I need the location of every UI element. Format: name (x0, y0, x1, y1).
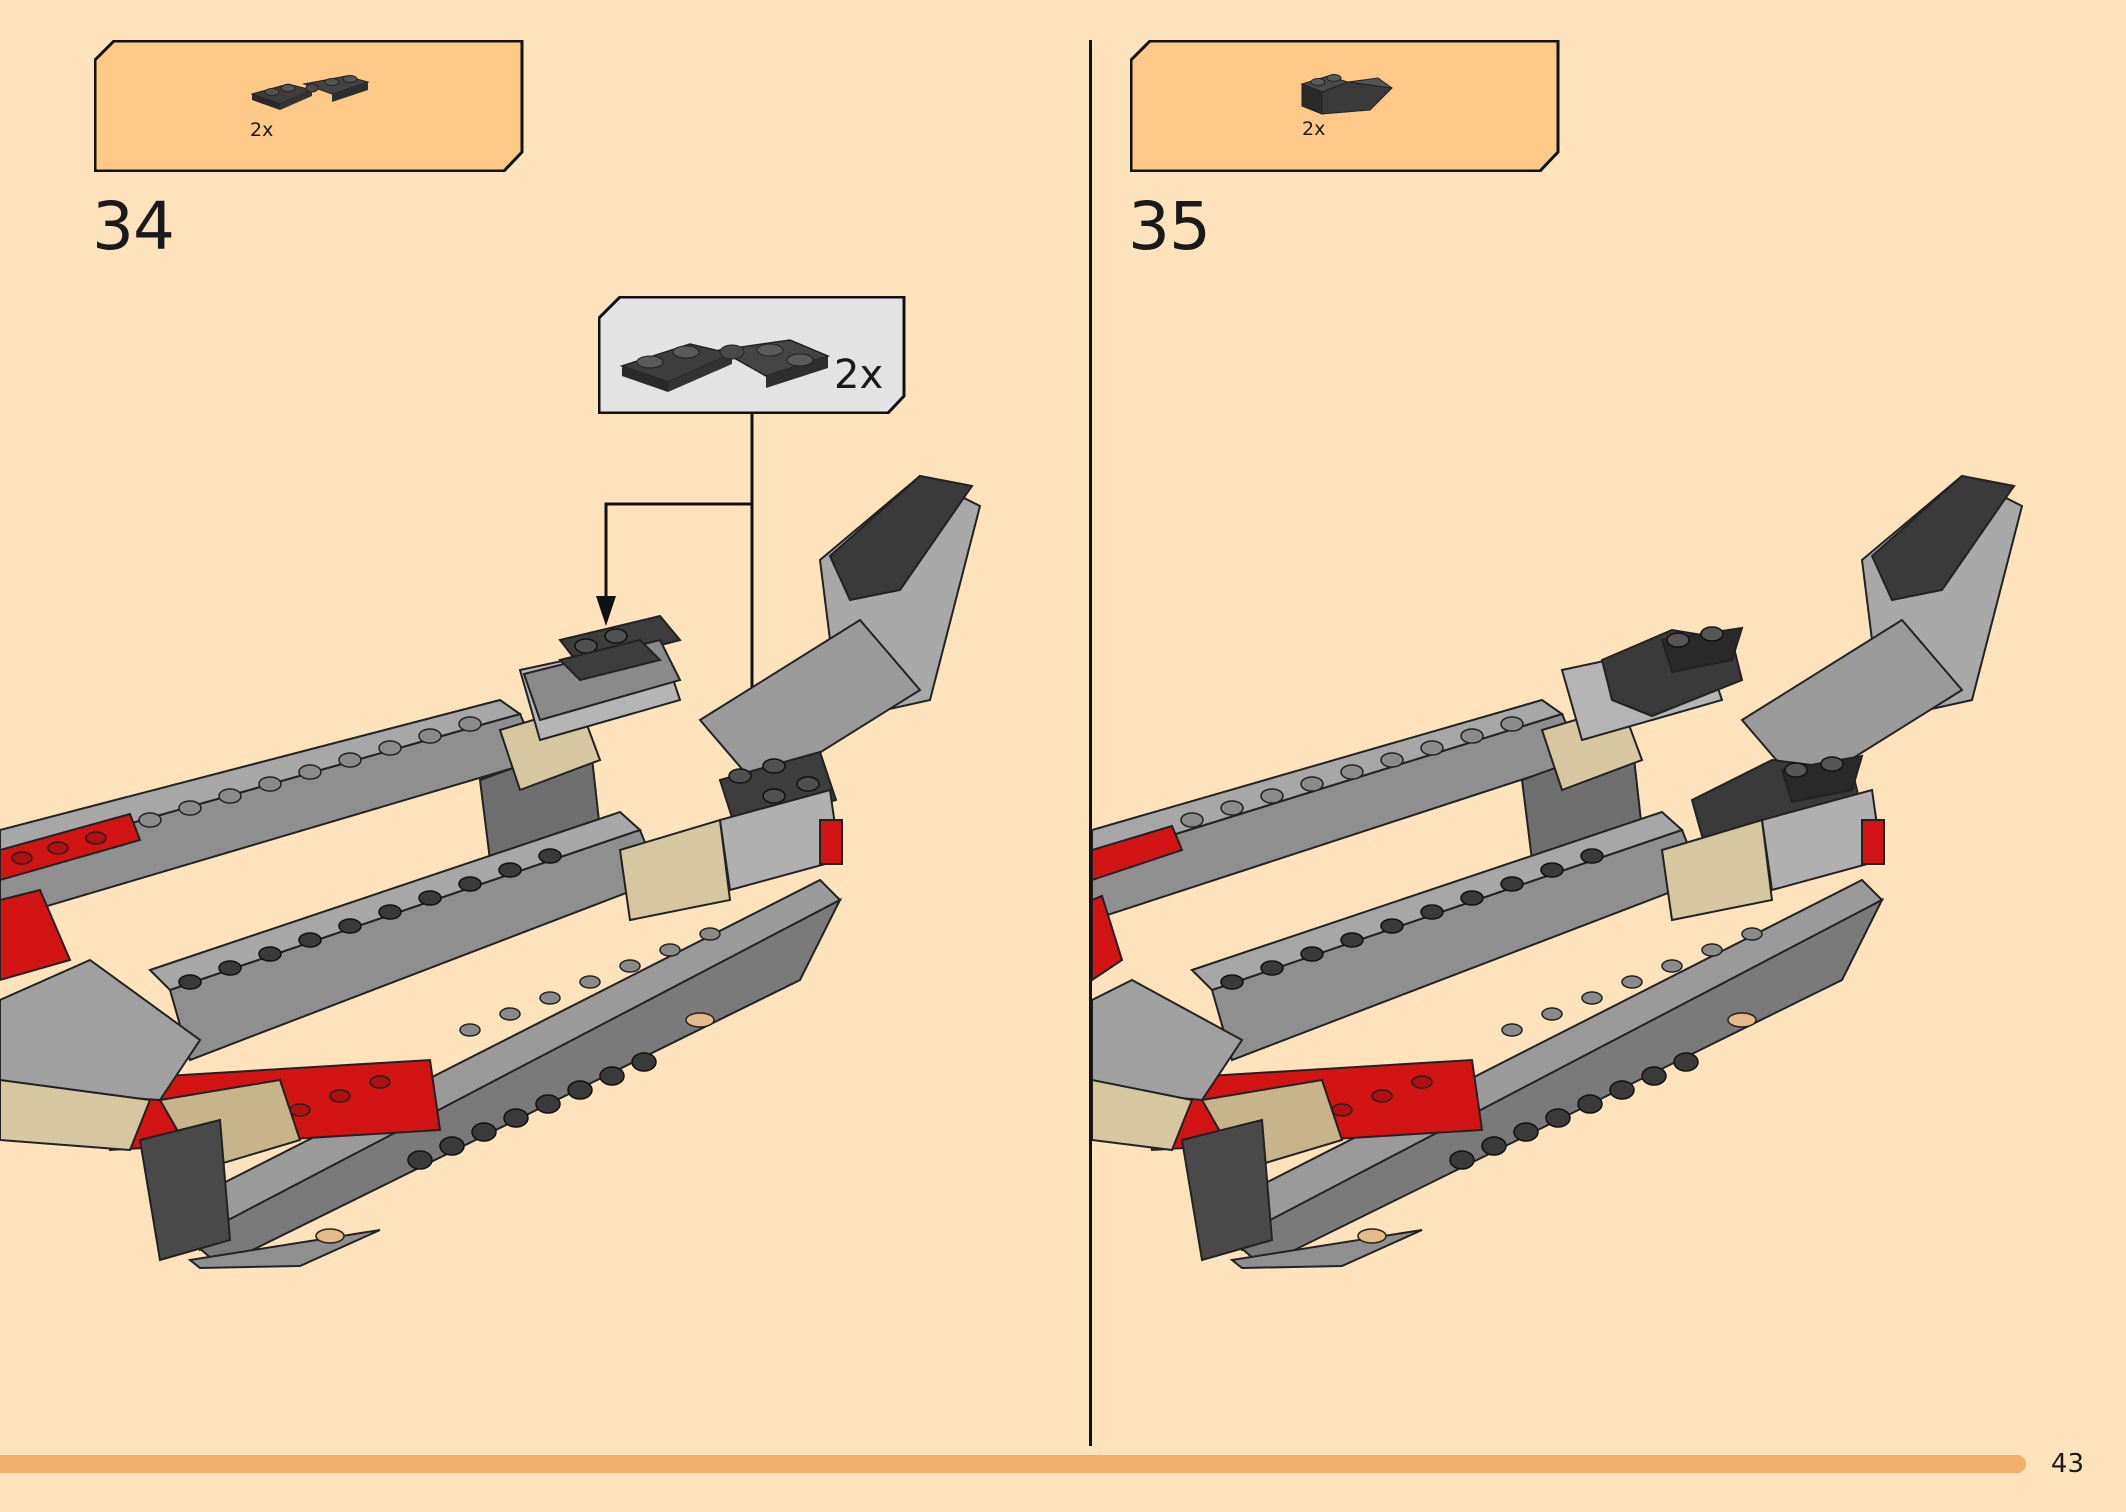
model-illustration-step-35 (1092, 474, 2024, 1270)
slope-brick-icon (1300, 74, 1394, 115)
step-number: 35 (1128, 188, 1211, 265)
footer-progress-bar (0, 1455, 2026, 1473)
hinge-plate-icon (250, 75, 370, 110)
step-34-parts-box: 2x (94, 40, 524, 172)
page-number: 43 (2050, 1449, 2084, 1479)
step-number: 34 (92, 188, 175, 265)
callout-quantity: 2x (834, 352, 884, 398)
hinge-plate-icon (619, 339, 831, 392)
part-quantity: 2x (250, 119, 274, 141)
arrow-head-left (596, 596, 616, 626)
model-illustration-step-34 (0, 474, 982, 1270)
part-quantity: 2x (1302, 118, 1326, 140)
step-34-callout: 2x (597, 295, 906, 415)
parts-box-frame (1130, 40, 1560, 172)
arrow-line-left (604, 414, 754, 602)
parts-box-frame (94, 40, 524, 172)
step-35-parts-box: 2x (1130, 40, 1560, 172)
callout-frame (597, 295, 906, 415)
page-divider (1089, 40, 1092, 1446)
